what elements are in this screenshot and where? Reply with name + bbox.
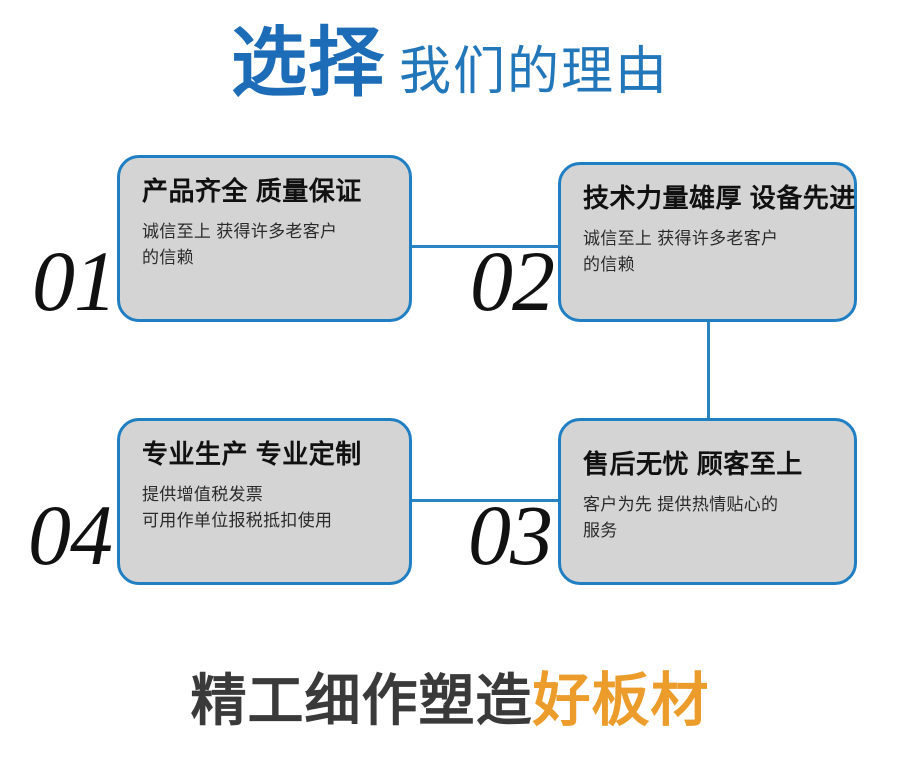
feature-card-03-title: 售后无忧 顾客至上	[583, 449, 803, 479]
step-number-04: 04	[28, 487, 113, 583]
feature-card-04-content: 专业生产 专业定制 提供增值税发票 可用作单位报税抵扣使用	[142, 439, 393, 533]
feature-card-01-body-line-2: 的信赖	[142, 247, 194, 267]
feature-card-01-body-line-1: 诚信至上 获得许多老客户	[142, 222, 338, 242]
feature-card-02-title: 技术力量雄厚 设备先进	[583, 183, 856, 213]
connector-02-to-03	[707, 321, 710, 420]
feature-card-02-body: 诚信至上 获得许多老客户 的信赖	[583, 226, 838, 277]
feature-card-01-content: 产品齐全 质量保证 诚信至上 获得许多老客户 的信赖	[142, 176, 393, 270]
feature-card-02-content: 技术力量雄厚 设备先进 诚信至上 获得许多老客户 的信赖	[583, 183, 856, 277]
page-title-strong: 选择	[230, 21, 385, 106]
feature-card-02[interactable]: 技术力量雄厚 设备先进 诚信至上 获得许多老客户 的信赖	[558, 162, 857, 322]
feature-card-04-body: 提供增值税发票 可用作单位报税抵扣使用	[142, 482, 393, 533]
feature-card-03[interactable]: 售后无忧 顾客至上 客户为先 提供热情贴心的 服务	[558, 418, 857, 585]
footer-slogan-accent: 好板材	[532, 668, 710, 733]
connector-03-to-04	[412, 499, 560, 502]
feature-card-02-body-line-1: 诚信至上 获得许多老客户	[583, 229, 779, 249]
feature-card-04-title: 专业生产 专业定制	[142, 439, 362, 469]
feature-card-03-body-line-1: 客户为先 提供热情贴心的	[583, 495, 779, 515]
feature-card-02-body-line-2: 的信赖	[583, 254, 635, 274]
footer-slogan-dark: 精工细作塑造	[190, 669, 533, 732]
step-number-03: 03	[468, 487, 553, 583]
feature-card-03-body: 客户为先 提供热情贴心的 服务	[583, 492, 838, 543]
step-number-02: 02	[470, 233, 555, 329]
feature-card-03-body-line-2: 服务	[583, 520, 618, 540]
feature-card-01-title: 产品齐全 质量保证	[142, 176, 362, 206]
feature-card-04-body-line-1: 提供增值税发票	[142, 485, 264, 505]
step-number-01: 01	[32, 233, 117, 329]
feature-card-01[interactable]: 产品齐全 质量保证 诚信至上 获得许多老客户 的信赖	[117, 155, 412, 322]
page-title: 选择我们的理由	[0, 26, 900, 102]
feature-card-01-body: 诚信至上 获得许多老客户 的信赖	[142, 219, 393, 270]
feature-card-03-content: 售后无忧 顾客至上 客户为先 提供热情贴心的 服务	[583, 449, 838, 543]
connector-01-to-02	[412, 245, 560, 248]
feature-card-04-body-line-2: 可用作单位报税抵扣使用	[142, 510, 333, 530]
feature-card-04[interactable]: 专业生产 专业定制 提供增值税发票 可用作单位报税抵扣使用	[117, 418, 412, 585]
page-title-light: 我们的理由	[398, 43, 669, 101]
footer-slogan: 精工细作塑造好板材	[0, 672, 900, 730]
